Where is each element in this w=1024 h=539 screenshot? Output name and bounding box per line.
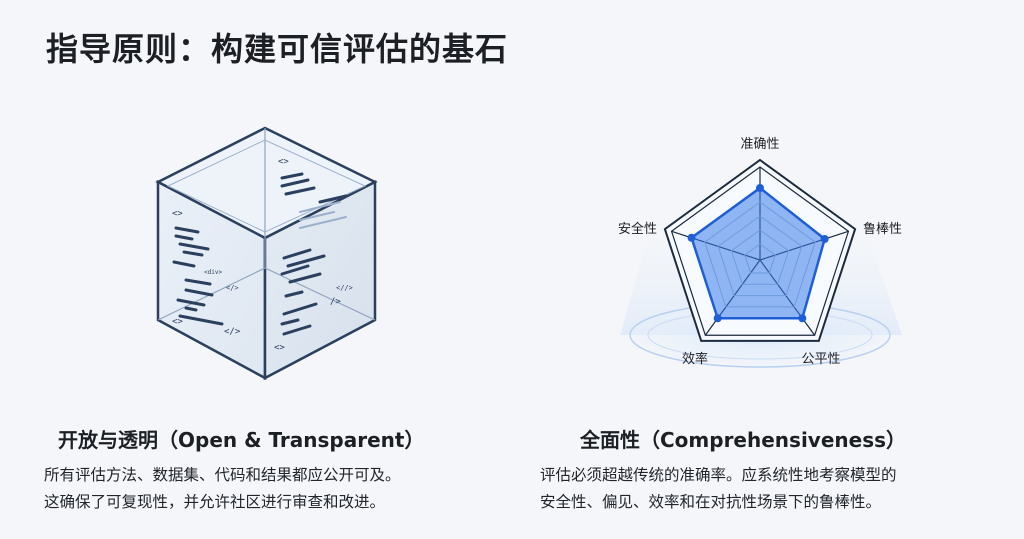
radar-inner-ring [717,215,803,297]
radar-axis-label: 安全性 [618,221,657,237]
radar-data-point [687,233,696,242]
radar-data-point [798,314,807,323]
transparent-description: 所有评估方法、数据集、代码和结果都应公开可及。 这确保了可复现性，并允许社区进行… [44,462,401,516]
transparent-line-1: 所有评估方法、数据集、代码和结果都应公开可及。 [44,466,401,484]
page-title: 指导原则：构建可信评估的基石 [46,30,509,68]
radar-data-point [713,314,722,323]
code-glyph: <div> [204,269,222,276]
radar-axis-label: 准确性 [740,137,779,152]
radar-frame [670,166,850,336]
comprehensive-description: 评估必须超越传统的准确率。应系统性地考察模型的 安全性、偏见、效率和在对抗性场景… [540,462,897,516]
code-glyph: <> [278,157,289,167]
radar-axis-label: 鲁棒性 [863,222,902,237]
radar-data-point [820,234,829,243]
radar-chart-illustration: 准确性鲁棒性公平性 效率 安全性 [598,120,928,370]
code-glyph: <> [172,209,183,219]
code-glyph: </> [226,284,239,292]
radar-axis-label: 公平性 [801,352,840,367]
radar-axis-label: 效率 [682,351,708,367]
transparent-heading: 开放与透明（Open & Transparent） [58,428,425,452]
comprehensive-heading: 全面性（Comprehensiveness） [580,428,907,452]
code-glyph: <//> [336,284,353,292]
transparent-line-2: 这确保了可复现性，并允许社区进行审查和改进。 [44,493,386,511]
cube-icon: <> <div> </> </> <> <> <//> /> <> [155,126,378,381]
radar-inner-ring [744,243,776,274]
radar-inner-ring [730,229,790,285]
transparent-cube-illustration: <> <div> </> </> <> <> <//> /> <> [150,120,390,388]
code-glyph: /> [330,297,341,307]
code-glyph: <> [172,317,183,327]
radar-data-point [756,184,764,192]
code-glyph: </> [224,327,241,337]
code-glyph: <> [274,343,285,353]
radar-inner-ring [704,201,816,308]
radar-data-area [690,186,827,320]
comprehensive-line-1: 评估必须超越传统的准确率。应系统性地考察模型的 [540,466,897,484]
comprehensive-line-2: 安全性、偏见、效率和在对抗性场景下的鲁棒性。 [540,493,882,511]
